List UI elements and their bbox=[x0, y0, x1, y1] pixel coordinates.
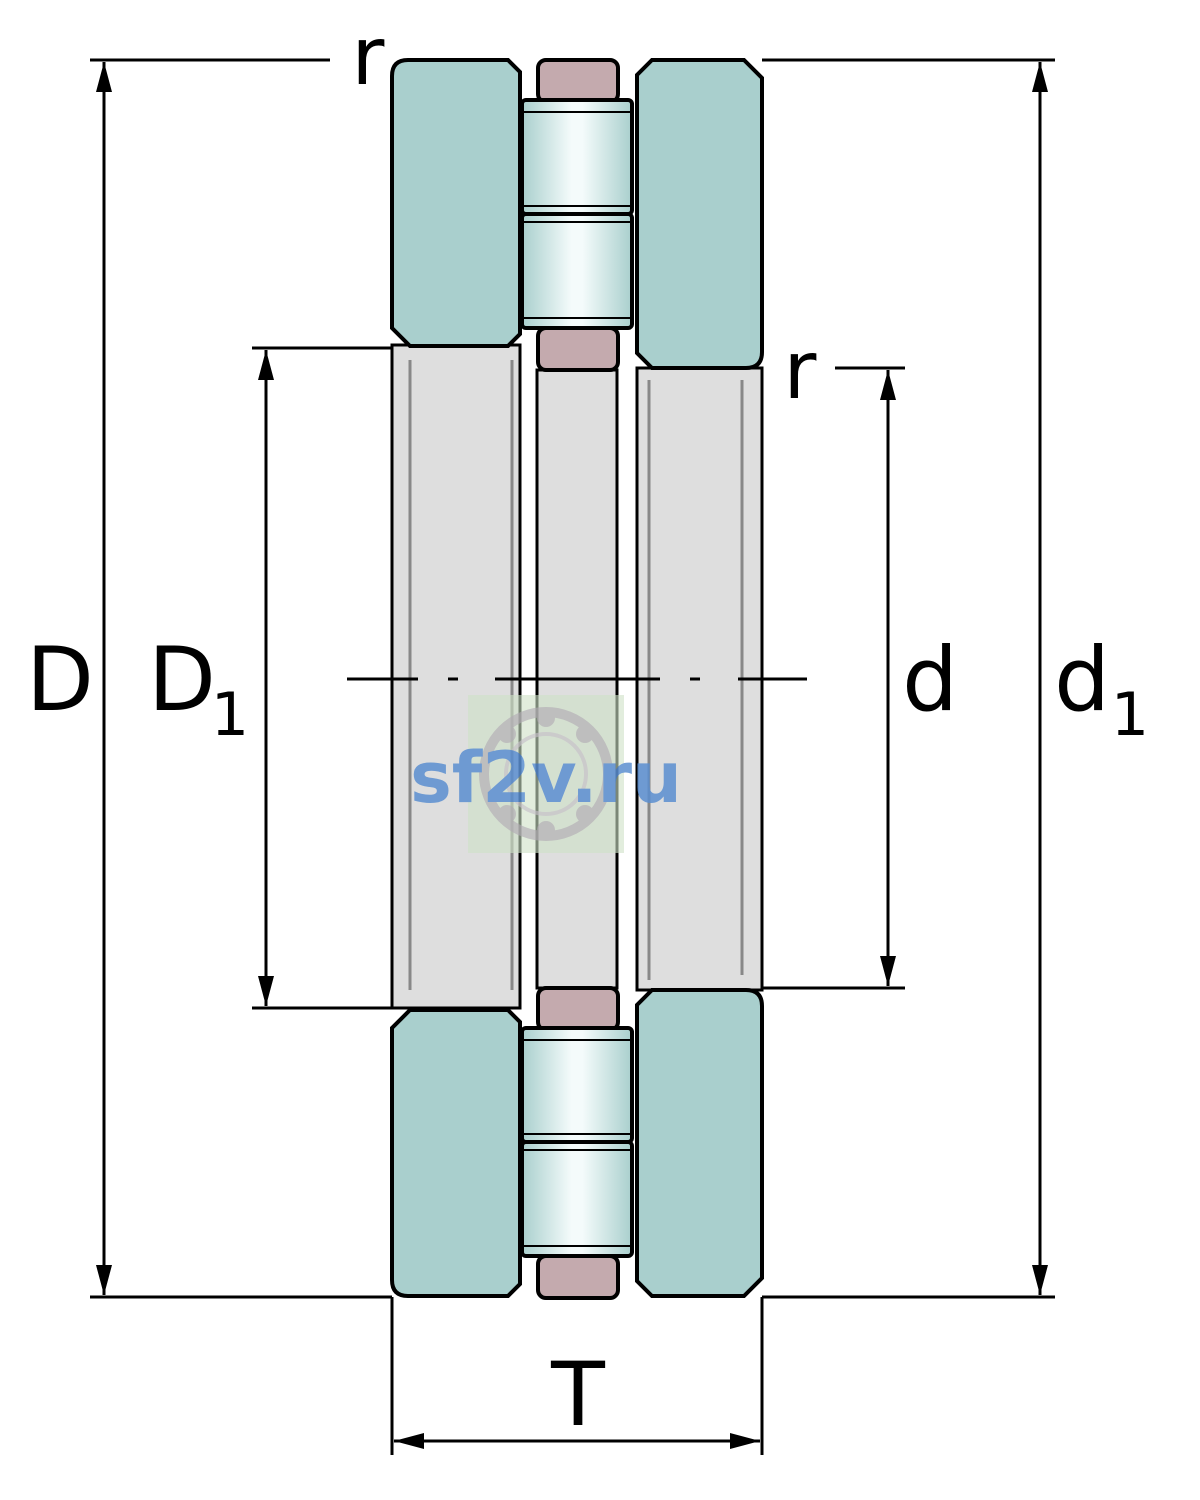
roller-top-1 bbox=[520, 98, 634, 216]
label-r-top: r bbox=[352, 10, 385, 103]
roller-bottom-2 bbox=[520, 1140, 634, 1258]
label-r-inner: r bbox=[784, 324, 817, 417]
roller-bottom-1 bbox=[520, 1026, 634, 1144]
label-d1: d bbox=[1054, 628, 1110, 731]
cage-bottom-inner bbox=[536, 986, 620, 1032]
label-D1: D bbox=[148, 628, 216, 731]
label-d: d bbox=[902, 628, 958, 731]
shaft-washer-bottom bbox=[635, 988, 764, 1298]
label-T: T bbox=[550, 1343, 606, 1446]
extension-lines bbox=[90, 58, 1055, 1455]
cage-top-inner bbox=[536, 326, 620, 372]
watermark: sf2v.ru bbox=[410, 695, 682, 853]
bearing-bore-section bbox=[390, 343, 764, 1010]
cage-bottom-outer bbox=[536, 1254, 620, 1300]
label-d1-subscript: 1 bbox=[1111, 680, 1149, 750]
label-D: D bbox=[26, 628, 94, 731]
roller-top-2 bbox=[520, 212, 634, 330]
shaft-washer-top bbox=[635, 58, 764, 370]
housing-washer-top bbox=[390, 58, 522, 348]
cage-top-outer bbox=[536, 58, 620, 104]
label-D1-subscript: 1 bbox=[211, 680, 249, 750]
housing-washer-bottom bbox=[390, 1008, 522, 1298]
watermark-text: sf2v.ru bbox=[410, 737, 682, 819]
